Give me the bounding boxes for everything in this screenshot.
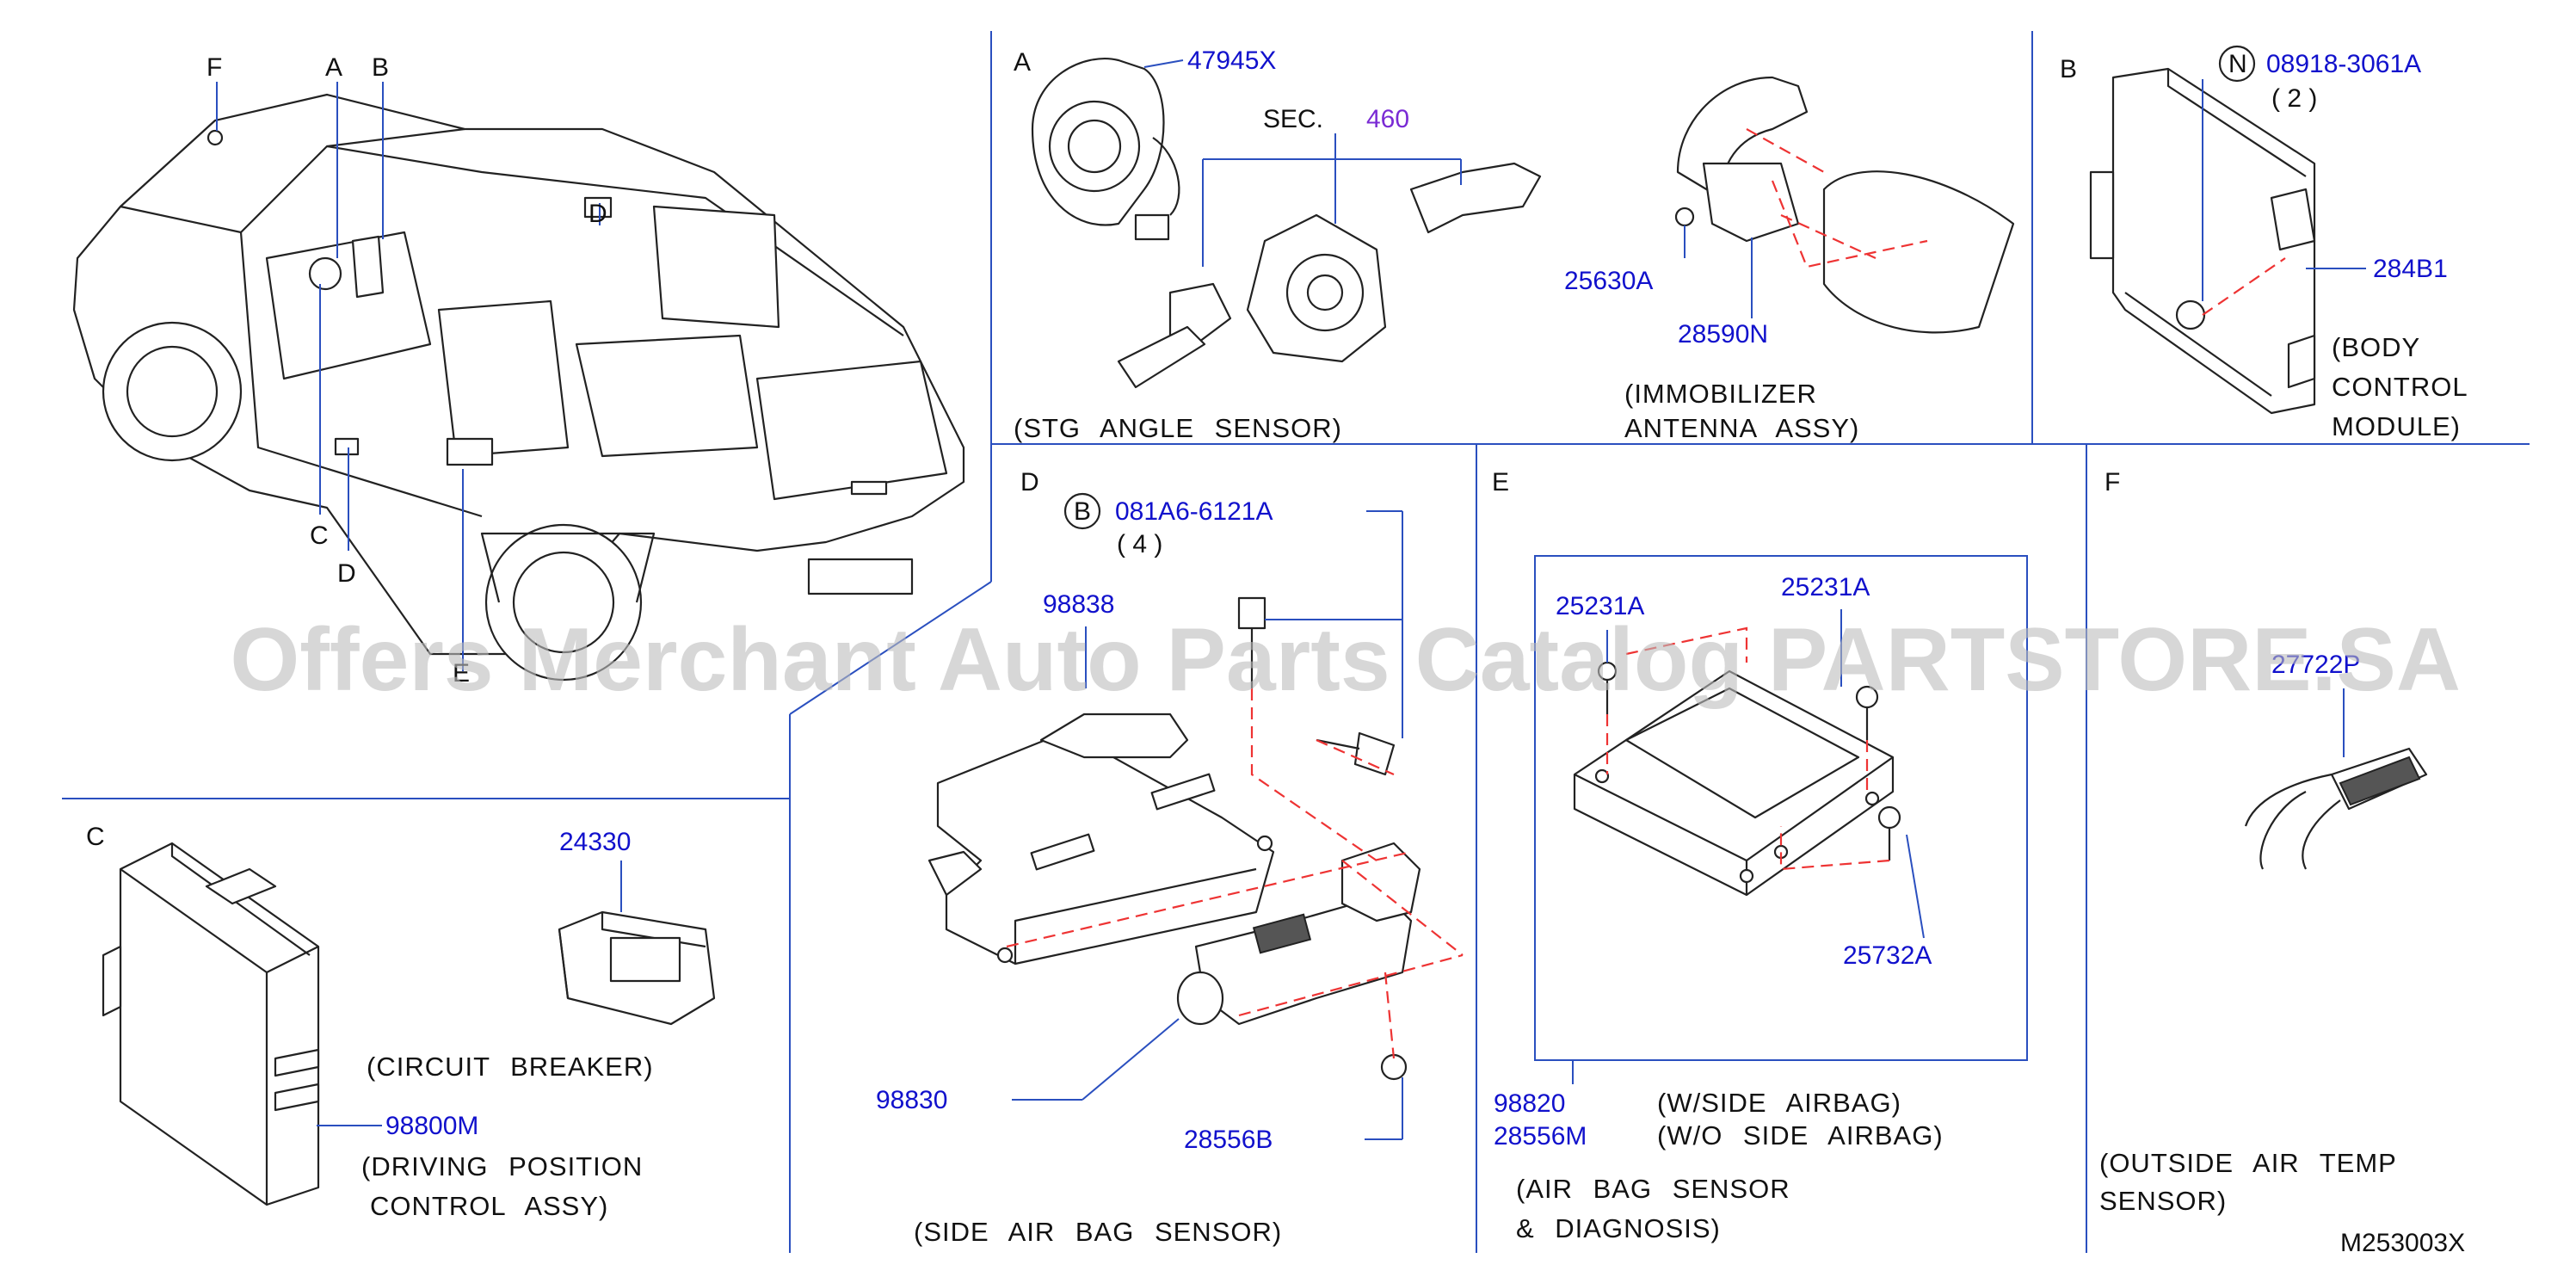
overview-label-e: E bbox=[453, 659, 470, 688]
steering-angle-sensor bbox=[1031, 58, 1542, 389]
part-98838[interactable]: 98838 bbox=[1043, 590, 1114, 619]
vehicle-overview bbox=[72, 93, 965, 682]
overview-leaders bbox=[216, 82, 601, 671]
panel-d-fasteners bbox=[1006, 596, 1464, 1059]
panel-a-letter: A bbox=[1014, 48, 1031, 77]
part-25231a-right[interactable]: 25231A bbox=[1781, 573, 1870, 601]
caption-outside-air-temp-1: (OUTSIDE AIR TEMP bbox=[2099, 1148, 2397, 1178]
panel-a-leaders bbox=[1143, 59, 1462, 267]
caption-airbag-sensor-2: & DIAGNOSIS) bbox=[1516, 1213, 1721, 1243]
panel-dividers bbox=[62, 31, 2530, 1253]
panel-d-letter: D bbox=[1020, 468, 1039, 497]
part-081a6-6121a[interactable]: 081A6-6121A bbox=[1115, 497, 1273, 526]
bolt-qty-2: ( 2 ) bbox=[2271, 84, 2317, 113]
caption-driving-position-2: CONTROL ASSY) bbox=[370, 1191, 608, 1221]
overview-label-d-bottom: D bbox=[337, 559, 356, 588]
sec-label: SEC. bbox=[1263, 105, 1323, 133]
caption-airbag-sensor-1: (AIR BAG SENSOR bbox=[1516, 1174, 1790, 1204]
panel-e-screws bbox=[1597, 626, 1901, 871]
panel-f-letter: F bbox=[2105, 468, 2120, 497]
panel-c-leaders bbox=[317, 861, 622, 1126]
immobilizer-leaders bbox=[1684, 225, 1753, 318]
outside-air-temp-sensor bbox=[2244, 747, 2428, 870]
note-without-side-airbag: (W/O SIDE AIRBAG) bbox=[1657, 1120, 1944, 1151]
part-98820[interactable]: 98820 bbox=[1494, 1089, 1565, 1118]
sec-460-link[interactable]: 460 bbox=[1366, 105, 1409, 133]
part-284b1[interactable]: 284B1 bbox=[2373, 255, 2448, 283]
part-47945x[interactable]: 47945X bbox=[1187, 46, 1276, 75]
overview-label-d-top: D bbox=[589, 200, 607, 228]
panel-e-leaders bbox=[1572, 609, 1925, 1084]
overview-label-c: C bbox=[310, 521, 329, 550]
panel-e-letter: E bbox=[1492, 468, 1509, 497]
caption-circuit-breaker: (CIRCUIT BREAKER) bbox=[367, 1052, 654, 1082]
caption-stg-angle-sensor: (STG ANGLE SENSOR) bbox=[1014, 413, 1342, 443]
part-28556b[interactable]: 28556B bbox=[1184, 1126, 1273, 1154]
part-08918-3061a[interactable]: 08918-3061A bbox=[2266, 50, 2421, 78]
part-24330[interactable]: 24330 bbox=[559, 828, 631, 856]
caption-bcm-1: (BODY bbox=[2332, 332, 2420, 362]
part-25732a[interactable]: 25732A bbox=[1843, 941, 1932, 970]
diagram-code: M253003X bbox=[2340, 1229, 2465, 1257]
panel-c-letter: C bbox=[86, 823, 105, 851]
panel-e-frame bbox=[1534, 555, 2028, 1061]
part-28556m[interactable]: 28556M bbox=[1494, 1122, 1587, 1151]
bolt-badge-n-label: N bbox=[2228, 50, 2247, 78]
bolt-qty-4: ( 4 ) bbox=[1117, 530, 1162, 558]
panel-b-leaders bbox=[2202, 79, 2366, 316]
caption-bcm-3: MODULE) bbox=[2332, 411, 2461, 441]
part-25630a[interactable]: 25630A bbox=[1564, 267, 1653, 295]
body-control-module bbox=[2089, 67, 2316, 415]
part-25231a-left[interactable]: 25231A bbox=[1556, 592, 1644, 620]
part-28590n[interactable]: 28590N bbox=[1678, 320, 1768, 349]
circuit-breaker bbox=[558, 910, 716, 1026]
immobilizer-antenna bbox=[1674, 76, 2015, 334]
bolt-badge-n bbox=[2218, 45, 2256, 83]
part-98800m[interactable]: 98800M bbox=[385, 1112, 478, 1140]
note-with-side-airbag: (W/SIDE AIRBAG) bbox=[1657, 1088, 1901, 1118]
caption-outside-air-temp-2: SENSOR) bbox=[2099, 1186, 2227, 1216]
overview-label-b: B bbox=[372, 53, 389, 82]
overview-label-a: A bbox=[325, 53, 342, 82]
overview-label-f: F bbox=[206, 53, 222, 82]
caption-bcm-2: CONTROL bbox=[2332, 372, 2468, 402]
part-98830[interactable]: 98830 bbox=[876, 1086, 947, 1114]
caption-immobilizer-2: ANTENNA ASSY) bbox=[1624, 413, 1859, 443]
bolt-badge-b-label: B bbox=[1074, 497, 1091, 526]
watermark: Offers Merchant Auto Parts Catalog PARTS… bbox=[230, 610, 2461, 710]
caption-side-airbag-sensor: (SIDE AIR BAG SENSOR) bbox=[914, 1217, 1282, 1247]
panel-d-leaders bbox=[1012, 510, 1403, 1140]
driving-position-control-assy bbox=[102, 842, 320, 1206]
side-airbag-sensor-bracket bbox=[927, 713, 1275, 965]
part-27722p[interactable]: 27722P bbox=[2271, 651, 2360, 679]
caption-immobilizer-1: (IMMOBILIZER bbox=[1624, 379, 1817, 409]
caption-driving-position-1: (DRIVING POSITION bbox=[361, 1151, 643, 1181]
bolt-badge-b bbox=[1063, 492, 1101, 530]
panel-b-letter: B bbox=[2060, 55, 2077, 83]
airbag-sensor-diagnosis-unit bbox=[1573, 669, 1895, 897]
